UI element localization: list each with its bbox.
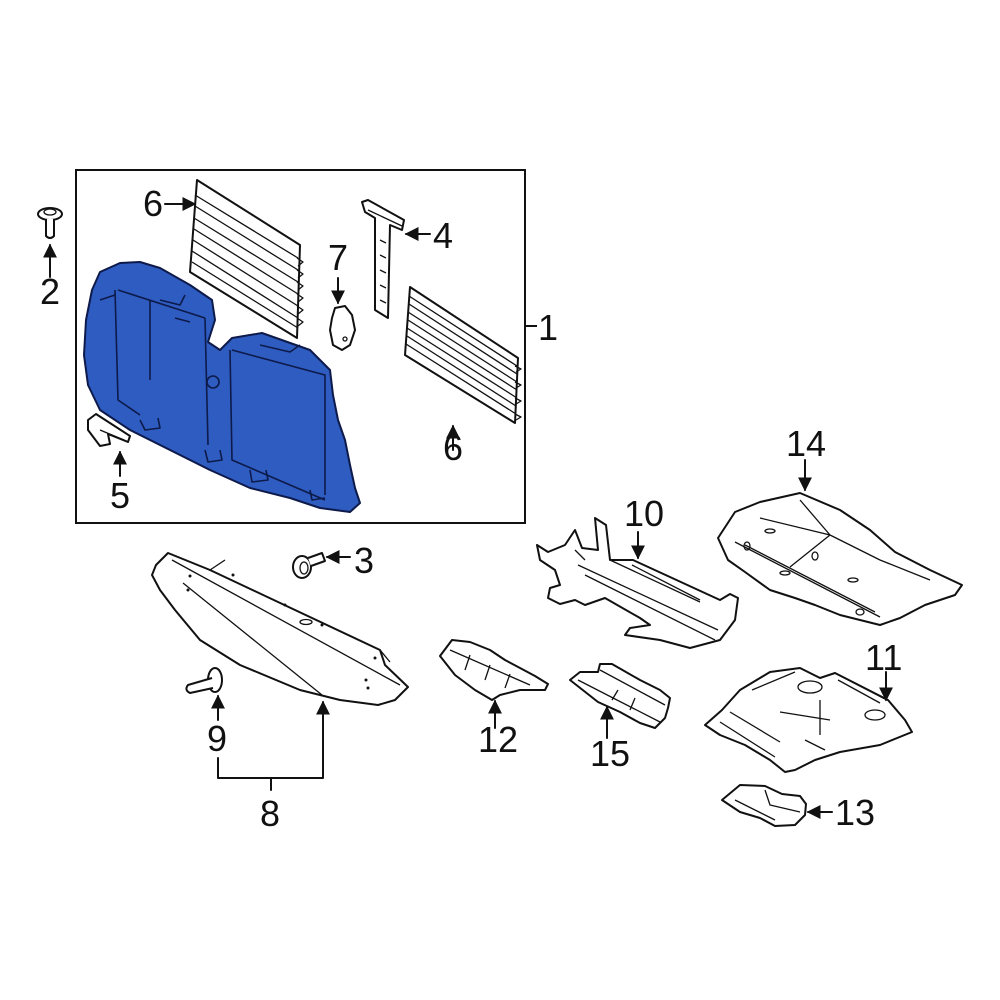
callout-9: 9: [207, 718, 228, 759]
callout-2: 2: [40, 271, 61, 312]
part-12-shield-bracket-icon[interactable]: [439, 639, 549, 729]
part-13-small-shield-icon[interactable]: [721, 784, 833, 827]
callout-15: 15: [590, 733, 631, 774]
callout-8: 8: [260, 793, 281, 834]
part-6-lower-louver-icon[interactable]: [404, 286, 522, 451]
part-4-bracket-icon[interactable]: [361, 199, 431, 319]
part-2-push-pin-icon[interactable]: [37, 207, 63, 278]
callout-1: 1: [538, 307, 559, 348]
part-7-cover-plate-icon[interactable]: [329, 277, 356, 351]
callout-6-upper: 6: [143, 183, 164, 224]
callout-3: 3: [354, 540, 375, 581]
callout-14: 14: [786, 423, 827, 464]
part-6-upper-louver-icon[interactable]: [164, 179, 304, 339]
callout-6-lower: 6: [443, 427, 464, 468]
callout-11: 11: [865, 637, 903, 678]
callout-5: 5: [110, 475, 131, 516]
callout-12: 12: [478, 719, 519, 760]
part-15-shield-bracket-icon[interactable]: [569, 663, 671, 739]
callout-7: 7: [328, 237, 349, 278]
part-10-splash-bracket-icon[interactable]: [536, 517, 739, 649]
part-11-splash-shield-icon[interactable]: [704, 667, 913, 773]
part-3-push-pin-icon[interactable]: [292, 550, 351, 579]
part-9-push-pin-icon[interactable]: [185, 667, 225, 721]
part-1-shutter-frame-icon[interactable]: [83, 261, 361, 513]
part-5-seal-icon[interactable]: [87, 413, 131, 477]
part-14-engine-shield-icon[interactable]: [717, 459, 963, 626]
assembly-group-box: [75, 169, 526, 524]
callout-10: 10: [624, 493, 665, 534]
callout-13: 13: [835, 792, 876, 833]
part-8-lower-panel-icon[interactable]: [151, 552, 409, 791]
callout-4: 4: [433, 215, 454, 256]
